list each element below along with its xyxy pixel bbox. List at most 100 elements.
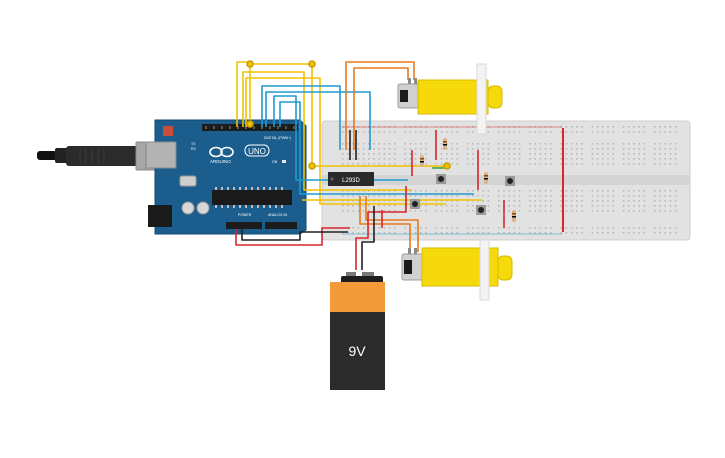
- bb-hole: [544, 158, 547, 160]
- wire-blue[interactable]: [265, 91, 371, 150]
- battery-9v[interactable]: 9V: [330, 272, 385, 390]
- wire-yellow[interactable]: [250, 63, 447, 167]
- bb-hole: [456, 227, 458, 229]
- bb-hole: [352, 195, 354, 197]
- bb-hole: [591, 163, 594, 165]
- usb-cable[interactable]: [37, 141, 159, 171]
- bb-hole: [643, 227, 646, 229]
- wire-orange[interactable]: [353, 67, 409, 150]
- bb-hole: [550, 153, 552, 155]
- push-button-icon[interactable]: [505, 176, 515, 186]
- bb-hole: [576, 153, 578, 155]
- bb-hole: [513, 148, 516, 150]
- bb-hole: [581, 148, 583, 150]
- bb-hole: [570, 153, 573, 155]
- bb-hole: [612, 153, 614, 155]
- bb-hole: [654, 158, 656, 160]
- bb-hole: [388, 232, 391, 234]
- bb-hole: [602, 195, 604, 197]
- dc-motor-bottom[interactable]: [401, 239, 513, 301]
- bb-hole: [570, 232, 573, 234]
- push-button-icon[interactable]: [436, 174, 446, 184]
- wire-orange[interactable]: [359, 196, 411, 252]
- bb-hole: [534, 227, 536, 229]
- bb-hole: [581, 232, 583, 234]
- bb-hole: [456, 195, 458, 197]
- bb-hole: [638, 163, 640, 165]
- resistor-icon[interactable]: [443, 138, 447, 150]
- bb-hole: [654, 143, 656, 145]
- bb-hole: [544, 195, 547, 197]
- dc-motor-top[interactable]: [397, 63, 503, 135]
- wire-blue[interactable]: [261, 85, 341, 150]
- bb-hole: [425, 210, 427, 212]
- bb-hole: [446, 190, 448, 192]
- bb-hole: [633, 205, 635, 207]
- bb-hole: [482, 195, 484, 197]
- bb-hole: [414, 153, 417, 155]
- arduino-uno-board[interactable]: DIGITAL (PWM~) ARDUINO UNO TX RX ON: [145, 119, 307, 235]
- bb-hole: [357, 158, 360, 160]
- bb-hole: [357, 163, 360, 165]
- bb-hole: [451, 163, 453, 165]
- bb-hole: [498, 143, 500, 145]
- capacitor: [196, 201, 210, 215]
- bb-hole: [607, 153, 609, 155]
- bb-hole: [560, 205, 562, 207]
- bb-hole: [596, 126, 599, 128]
- bb-hole: [378, 158, 380, 160]
- bb-hole: [576, 210, 578, 212]
- wire-red[interactable]: [235, 227, 350, 246]
- bb-hole: [503, 232, 505, 234]
- bb-hole: [466, 232, 469, 234]
- resistor-icon[interactable]: [484, 172, 488, 184]
- wire-orange[interactable]: [365, 196, 419, 252]
- bb-hole: [674, 205, 677, 207]
- l293d-motor-driver[interactable]: L293D: [328, 172, 374, 186]
- bb-hole: [518, 163, 521, 165]
- bb-hole: [342, 195, 344, 197]
- wire-yellow[interactable]: [245, 77, 446, 205]
- bb-hole: [362, 190, 365, 192]
- bb-hole: [633, 232, 635, 234]
- bb-hole: [534, 158, 536, 160]
- wire-blue[interactable]: [279, 101, 474, 195]
- bb-hole: [612, 131, 614, 133]
- bb-hole: [674, 143, 677, 145]
- bb-hole: [654, 205, 656, 207]
- bb-hole: [435, 205, 438, 207]
- bb-hole: [622, 227, 625, 229]
- bb-hole: [451, 205, 453, 207]
- wire-black[interactable]: [241, 229, 348, 241]
- bb-hole: [503, 143, 505, 145]
- push-button-icon[interactable]: [476, 205, 486, 215]
- push-button-icon[interactable]: [410, 199, 420, 209]
- bb-hole: [414, 131, 417, 133]
- resistor-icon[interactable]: [512, 210, 516, 222]
- bb-hole: [440, 158, 443, 160]
- wire-yellow[interactable]: [242, 71, 412, 191]
- wire-red[interactable]: [355, 186, 407, 270]
- bb-hole: [539, 148, 542, 150]
- bb-hole: [477, 195, 479, 197]
- wire-orange[interactable]: [345, 61, 415, 150]
- bb-hole: [596, 210, 599, 212]
- bb-hole: [357, 210, 360, 212]
- bb-hole: [508, 148, 510, 150]
- resistor-icon[interactable]: [420, 155, 424, 167]
- bb-hole: [420, 227, 422, 229]
- bb-hole: [414, 195, 417, 197]
- wire-black[interactable]: [361, 206, 375, 270]
- wire-yellow[interactable]: [236, 61, 251, 127]
- bb-hole: [487, 227, 490, 229]
- reset-button[interactable]: [163, 126, 173, 136]
- bb-hole: [628, 148, 630, 150]
- bb-hole: [591, 227, 594, 229]
- bb-hole: [362, 148, 365, 150]
- bb-hole: [633, 153, 635, 155]
- bb-hole: [409, 195, 412, 197]
- bb-hole: [628, 205, 630, 207]
- bb-hole: [383, 190, 386, 192]
- bb-hole: [633, 195, 635, 197]
- bb-hole: [508, 158, 510, 160]
